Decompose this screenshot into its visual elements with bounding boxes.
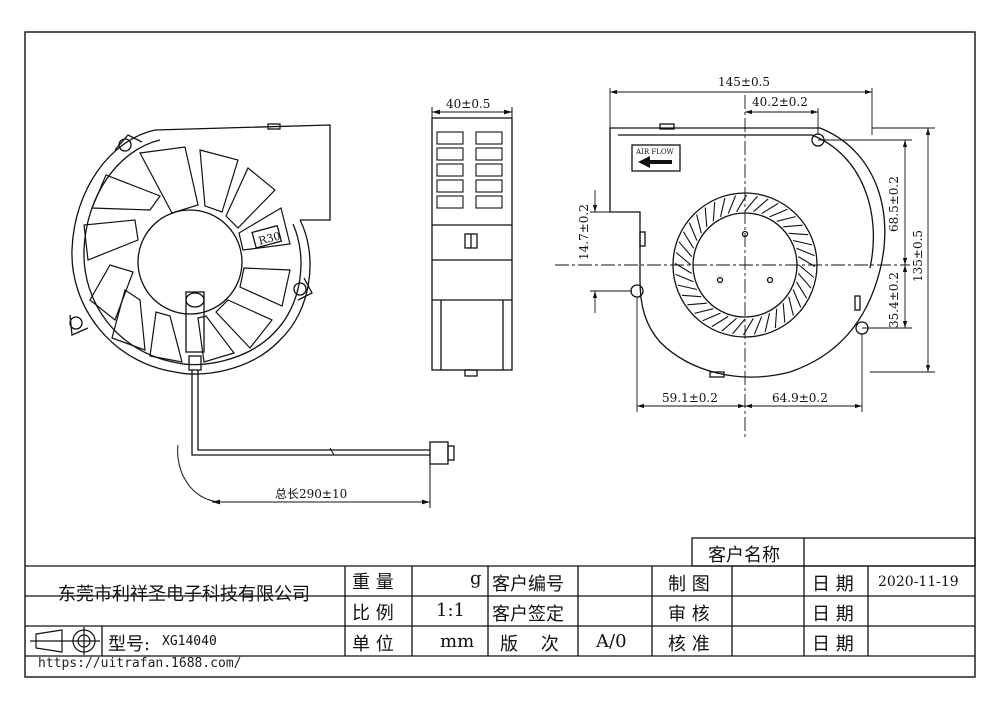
impeller-blade: [694, 308, 714, 314]
impeller-blade: [674, 262, 692, 274]
fan-top-view: [555, 88, 935, 440]
airflow-arrow-icon: [638, 156, 672, 168]
impeller-blade: [774, 308, 778, 329]
impeller-blade: [798, 256, 816, 268]
impeller-blade: [764, 312, 771, 333]
revision-label: 版 次: [500, 634, 559, 655]
airflow-label: AIR FLOW: [635, 148, 675, 156]
customer-code-label: 客户编号: [492, 574, 564, 595]
scale-label: 比 例: [352, 603, 394, 624]
height-upper-label: 68.5±0.2: [887, 176, 901, 232]
model-label: 型号:: [108, 634, 151, 655]
footer-url[interactable]: https://uitrafan.1688.com/: [38, 656, 242, 671]
impeller-blade: [681, 294, 702, 298]
impeller-blade: [769, 208, 788, 218]
impeller-blade: [688, 222, 698, 241]
impeller-blade: [788, 296, 794, 316]
impeller-blade: [675, 273, 694, 283]
radius-label: R30: [257, 229, 282, 247]
side-width-label: 40±0.5: [446, 97, 490, 111]
model-value: XG14040: [162, 634, 217, 649]
drawing-border: [24, 31, 976, 678]
impeller-blade: [797, 273, 812, 289]
impeller-blade: [792, 239, 813, 246]
impeller-blade: [682, 231, 695, 249]
cable-length-label: 总长290±10: [275, 487, 347, 501]
date-label-1: 日 期: [812, 574, 854, 595]
weight-label: 重 量: [352, 572, 394, 593]
impeller-blade: [696, 214, 702, 234]
impeller-blade: [753, 316, 763, 335]
fan-front-view: [69, 123, 455, 508]
impeller-blade: [677, 284, 698, 291]
impeller-blade: [687, 302, 707, 306]
impeller-blade: [742, 318, 754, 336]
impeller-blade: [783, 224, 803, 228]
date-label-3: 日 期: [812, 634, 854, 655]
impeller-blades: [674, 194, 816, 336]
impeller-blade: [761, 202, 779, 215]
impeller-blade: [782, 303, 786, 323]
projection-symbol-icon: [30, 627, 100, 655]
outlet-offset-label: 14.7±0.2: [577, 204, 591, 260]
weight-value: g: [470, 568, 482, 589]
impeller-blade: [702, 312, 721, 322]
reviewed-by-label: 审 核: [668, 604, 710, 625]
impeller-blade: [788, 232, 809, 236]
bottom-right-label: 64.9±0.2: [772, 391, 828, 405]
impeller-blade: [719, 197, 726, 218]
fan-side-view: [431, 107, 513, 377]
impeller-blade: [678, 241, 693, 257]
impeller-blade: [732, 318, 746, 335]
impeller-blade: [727, 195, 737, 214]
impeller-blade: [736, 194, 748, 212]
impeller-blade: [798, 264, 815, 278]
scale-value: 1:1: [436, 600, 465, 621]
company-name: 东莞市利祥圣电子科技有限公司: [58, 584, 310, 605]
impeller-blade: [704, 207, 708, 227]
date-value-1: 2020-11-19: [878, 574, 959, 590]
unit-label: 单 位: [352, 634, 394, 655]
unit-value: mm: [440, 631, 475, 652]
approved-by-label: 核 准: [668, 634, 710, 655]
date-label-2: 日 期: [812, 604, 854, 625]
impeller-blade: [712, 201, 716, 222]
impeller-blade: [744, 195, 758, 212]
outer-width-label: 145±0.5: [718, 75, 770, 89]
impeller-blade: [792, 289, 802, 308]
drawn-by-label: 制 图: [668, 574, 710, 595]
impeller-blade: [711, 315, 729, 328]
impeller-blade: [795, 281, 808, 299]
impeller-blade: [776, 216, 796, 222]
impeller-blade: [675, 252, 692, 266]
revision-value: A/0: [596, 631, 627, 652]
top-offset-label: 40.2±0.2: [752, 95, 808, 109]
impeller-blade: [721, 317, 737, 332]
impeller-blade: [753, 198, 769, 213]
bottom-left-label: 59.1±0.2: [662, 391, 718, 405]
customer-name-label: 客户名称: [708, 545, 780, 566]
customer-sign-label: 客户签定: [492, 604, 564, 625]
title-block-grid: [25, 537, 976, 657]
height-lower-label: 35.4±0.2: [887, 272, 901, 328]
impeller-blade: [796, 247, 815, 257]
height-total-label: 135±0.5: [911, 230, 925, 282]
